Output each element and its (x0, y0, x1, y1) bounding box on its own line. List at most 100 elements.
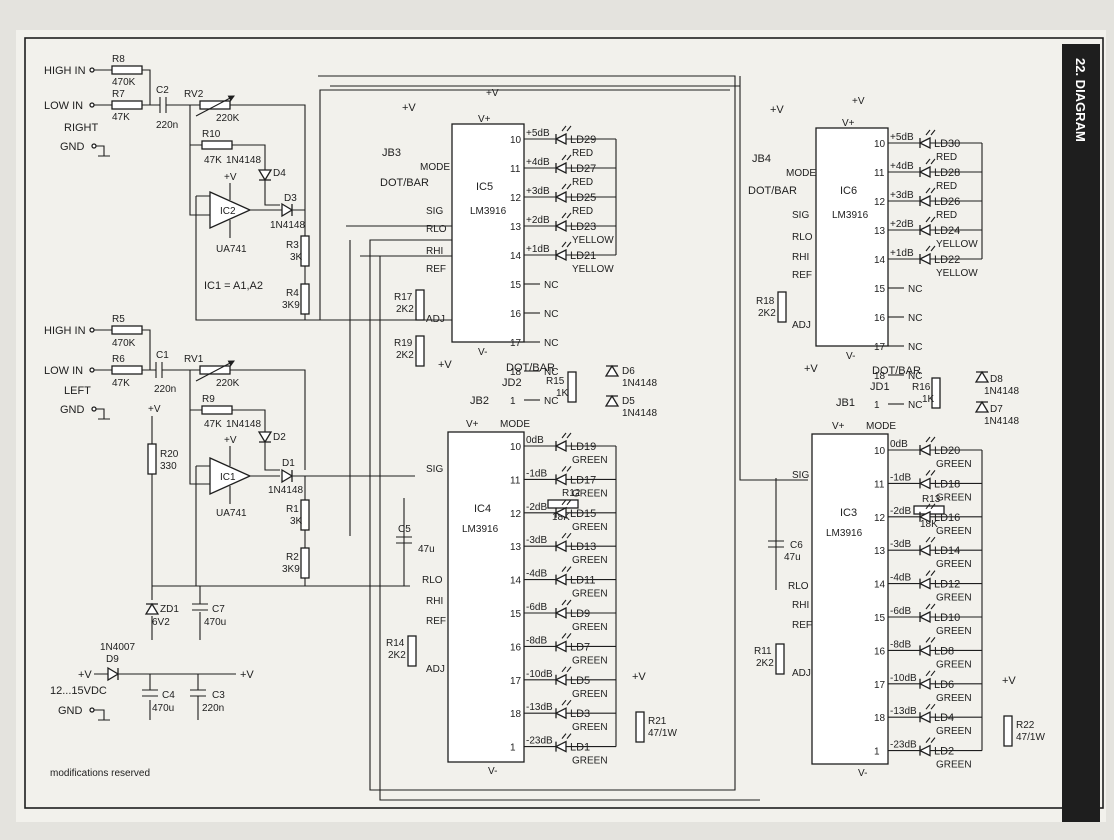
ic3-ref-pin: REF (792, 620, 812, 631)
ic4-ld1-led (554, 740, 567, 753)
c1-capacitor (155, 362, 163, 378)
ic5-vplus: +V (486, 88, 499, 99)
ic5-nc-pin-2: 17 (510, 338, 522, 349)
ic3-ld12-ref: LD12 (934, 579, 960, 591)
d8-diode (974, 370, 990, 383)
r15-val: 1K (556, 388, 569, 399)
ic3-ld2-ref: LD2 (934, 746, 954, 758)
r9-ref: R9 (202, 394, 215, 405)
ic5-adj: ADJ (426, 314, 445, 325)
ic5-ld27-color: RED (572, 177, 593, 188)
r1-val: 3K (290, 516, 303, 527)
ic3-ld6-level: -10dB (890, 673, 917, 684)
left-input-section: HIGH IN LOW IN LEFT GND R5 470K R6 47K C… (44, 314, 415, 586)
ic3-ld12-level: -4dB (890, 573, 911, 584)
ic3-ld18-level: -1dB (890, 472, 911, 483)
ic6-ld28-ref: LD28 (934, 167, 960, 179)
d7-diode (974, 400, 990, 413)
r22-vplus: +V (1002, 675, 1016, 687)
ic4-ld3-ref: LD3 (570, 708, 590, 720)
ic6-rhi: RHI (792, 252, 809, 263)
d2-val: 1N4148 (226, 419, 261, 430)
r8-ref: R8 (112, 54, 125, 65)
r8-val: 470K (112, 77, 136, 88)
r7-ref: R7 (112, 89, 125, 100)
ic6-ld30-pin: 10 (874, 139, 886, 150)
jb2-ref: JB2 (470, 395, 489, 407)
ic4-ld7-ref: LD7 (570, 641, 590, 653)
ic5-ld25-level: +3dB (526, 186, 550, 197)
ic3-ld20-color: GREEN (936, 459, 972, 470)
ic3-ld18-color: GREEN (936, 492, 972, 503)
ic3-ld20-ref: LD20 (934, 445, 960, 457)
ic3-ld18-led (918, 477, 931, 490)
ic4-ld1-color: GREEN (572, 756, 608, 767)
ic6-ld22-led (918, 252, 931, 266)
r3-ref: R3 (286, 240, 299, 251)
ic6-ld28-level: +4dB (890, 161, 914, 172)
ic3-ld2-color: GREEN (936, 760, 972, 771)
ic5-ld23-ref: LD23 (570, 221, 596, 233)
ic5-nc-pin-4: 1 (510, 396, 516, 407)
ic5-ld25-color: RED (572, 206, 593, 217)
ic4-ld17-pin: 11 (510, 475, 521, 486)
d3-val: 1N4148 (270, 220, 305, 231)
ic6-ld26-color: RED (936, 210, 957, 221)
c7-ref: C7 (212, 604, 225, 615)
ic3-ld14-ref: LD14 (934, 545, 960, 557)
r14-resistor (407, 635, 417, 667)
ic4-sig: SIG (426, 464, 443, 475)
ic2-opamp (209, 190, 252, 230)
ic4-ld7-led (554, 640, 567, 653)
ic5-ld27-led (554, 161, 567, 175)
c7-val: 470u (204, 617, 226, 628)
r18-resistor (777, 291, 787, 323)
jb1-ref: JB1 (836, 397, 855, 409)
ic5-ld23-level: +2dB (526, 215, 550, 226)
left-low-in-label: LOW IN (44, 365, 83, 377)
ic5-rlo: RLO (426, 224, 447, 235)
d4-diode (257, 169, 273, 182)
ic3-dotbar: DOT/BAR (872, 365, 921, 377)
r20-ref: R20 (160, 449, 179, 460)
ic5-group: IC5 LM3916 V+ +V V- +V JB3 MODE DOT/BAR … (380, 88, 525, 367)
ic4-ld1-pin: 1 (510, 743, 516, 754)
d2-ref: D2 (273, 432, 286, 443)
ic1-note: IC1 = A1,A2 (204, 280, 263, 292)
d5-diode (604, 394, 620, 407)
ic5-ld27-level: +4dB (526, 157, 550, 168)
supply-gnd-label: GND (58, 705, 83, 717)
diagram-frame (24, 37, 1104, 809)
ic4-ld1-level: -23dB (526, 736, 553, 747)
ic4-ld19-color: GREEN (572, 455, 608, 466)
ic3-rlo: RLO (788, 581, 809, 592)
jb1-vplus: +V (804, 363, 818, 375)
banner-strip (1062, 44, 1100, 822)
ic3-ld4-level: -13dB (890, 706, 917, 717)
c3-capacitor (190, 689, 206, 697)
rv1-val: 220K (216, 378, 240, 389)
r6-ref: R6 (112, 354, 125, 365)
ic3-ld4-led (918, 711, 931, 724)
ic4-ld13-level: -3dB (526, 535, 547, 546)
d4-ref: D4 (273, 168, 286, 179)
ic6-nc-pin-3: 18 (874, 371, 886, 382)
ic4-ld15-level: -2dB (526, 502, 547, 513)
ic6-group: IC6 LM3916 V+ +V V- +V JB4 MODE DOT/BAR … (748, 96, 889, 362)
ic6-vplus: +V (852, 96, 865, 107)
ic3-group: IC3 LM3916 V+ MODE V- +V JB1 JD1 DOT/BAR… (754, 363, 1045, 779)
r15-resistor (567, 371, 577, 403)
c3-ref: C3 (212, 690, 225, 701)
ic1-ref: IC1 (220, 472, 236, 483)
r21-vplus: +V (632, 671, 646, 683)
ic5-ld29-level: +5dB (526, 128, 550, 139)
ic6-rlo: RLO (792, 232, 813, 243)
d6-diode (604, 364, 620, 377)
ic6-ld22-pin: 14 (874, 255, 886, 266)
d4-val: 1N4148 (226, 155, 261, 166)
r8-resistor (111, 65, 143, 75)
right-high-in-label: HIGH IN (44, 65, 86, 77)
ic3-ld16-pin: 12 (874, 513, 886, 524)
r22-resistor (1003, 715, 1013, 747)
jd1-ref: JD1 (870, 381, 890, 393)
